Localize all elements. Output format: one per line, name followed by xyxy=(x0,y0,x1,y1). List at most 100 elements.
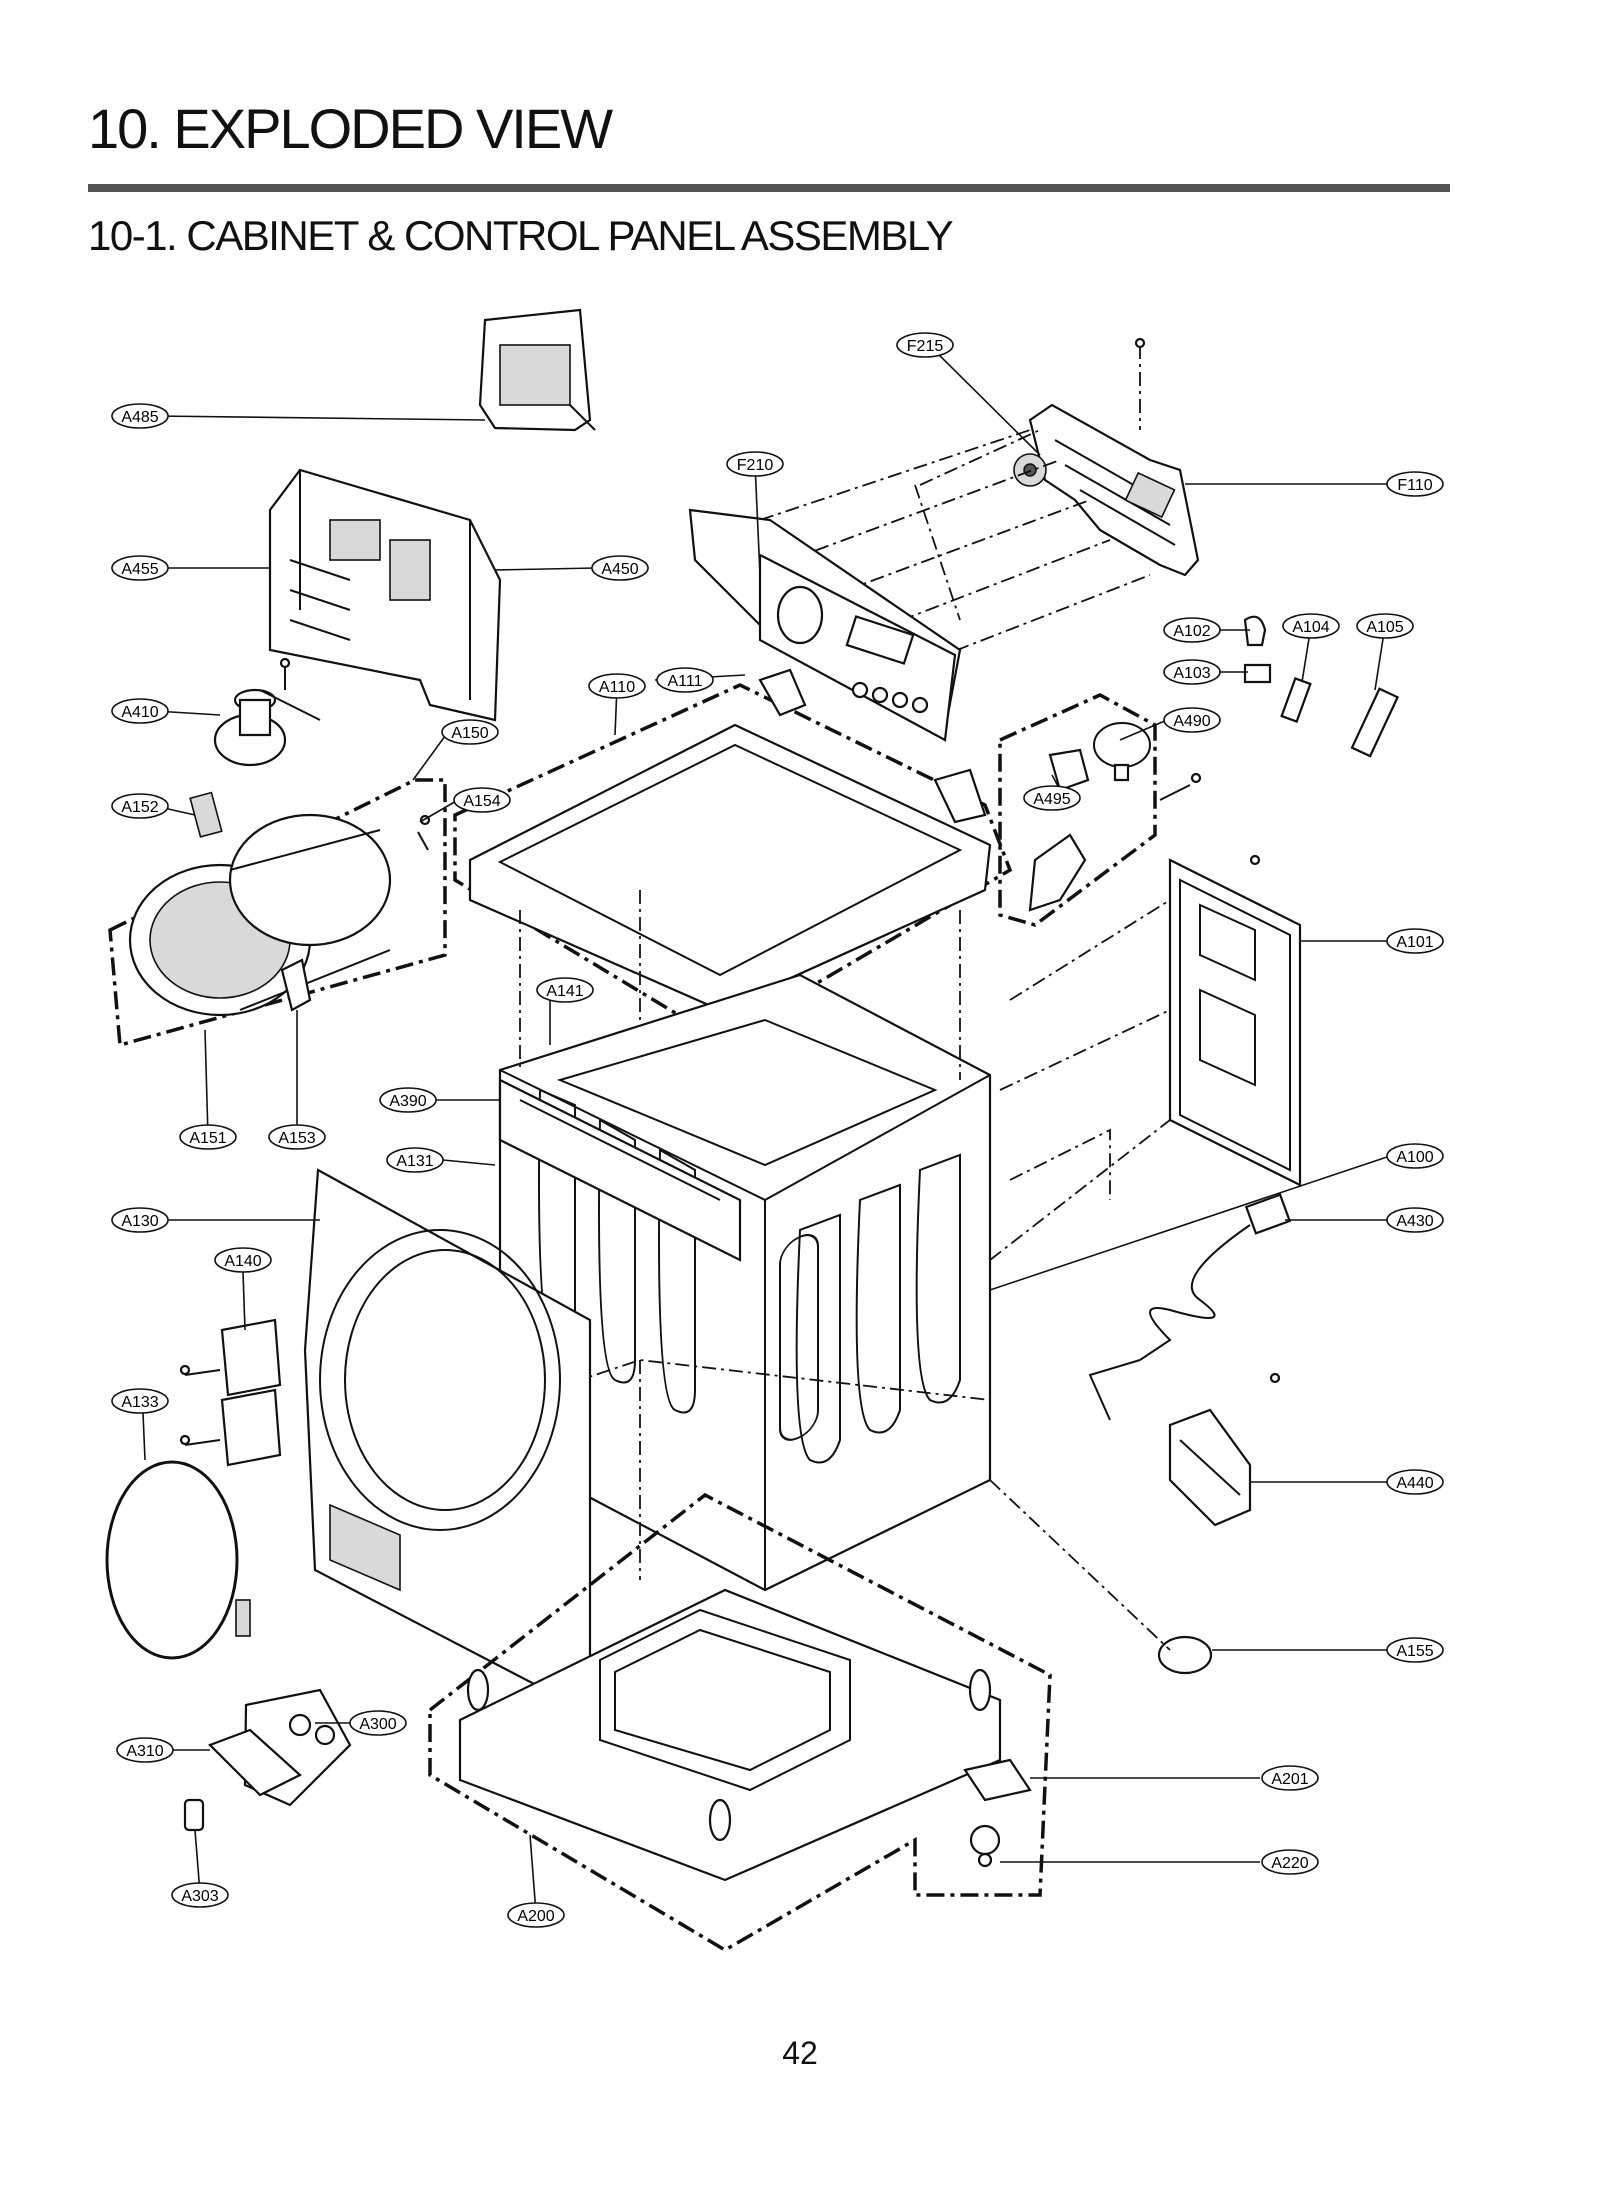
part-A430 xyxy=(1088,1193,1292,1421)
svg-text:A102: A102 xyxy=(1173,623,1210,640)
callout-A310: A310 xyxy=(116,1737,174,1763)
section-title: 10-1. CABINET & CONTROL PANEL ASSEMBLY xyxy=(88,212,954,259)
callout-A153: A153 xyxy=(268,1124,326,1150)
callout-F210: F210 xyxy=(726,451,784,477)
callout-A455: A455 xyxy=(111,555,169,581)
callout-A300: A300 xyxy=(349,1710,407,1736)
svg-text:A220: A220 xyxy=(1271,1855,1308,1872)
svg-text:A490: A490 xyxy=(1173,713,1210,730)
callout-A150: A150 xyxy=(441,719,499,745)
svg-text:A410: A410 xyxy=(121,704,158,721)
svg-text:A201: A201 xyxy=(1271,1771,1308,1788)
callout-A141: A141 xyxy=(536,977,594,1003)
part-A110 xyxy=(453,668,1013,1043)
part-A440 xyxy=(1168,1372,1281,1527)
part-A133 xyxy=(105,1460,239,1660)
callout-A390: A390 xyxy=(379,1087,437,1113)
part-A101 xyxy=(989,854,1302,1261)
svg-text:A111: A111 xyxy=(668,673,703,690)
svg-text:A450: A450 xyxy=(601,561,638,578)
callout-A133: A133 xyxy=(111,1388,169,1414)
part-A140 xyxy=(179,1318,282,1467)
svg-text:A103: A103 xyxy=(1173,665,1210,682)
callout-F215: F215 xyxy=(896,332,954,358)
title-divider xyxy=(88,184,1450,192)
svg-text:A100: A100 xyxy=(1396,1149,1433,1166)
control-panel-group xyxy=(688,337,1200,742)
callout-A102: A102 xyxy=(1163,617,1221,643)
callout-labels: F215 A485 F210 F110 A455 A450 A102 A104 … xyxy=(111,332,1444,1928)
callout-A140: A140 xyxy=(214,1247,272,1273)
callout-A110: A110 xyxy=(588,673,646,699)
svg-text:A101: A101 xyxy=(1396,934,1433,951)
part-A300-A310 xyxy=(183,1688,352,1832)
svg-text:A150: A150 xyxy=(451,725,488,742)
callout-A103: A103 xyxy=(1163,659,1221,685)
callout-F110: F110 xyxy=(1386,471,1444,497)
svg-text:A310: A310 xyxy=(126,1743,163,1760)
svg-text:A152: A152 xyxy=(121,799,158,816)
callout-A303: A303 xyxy=(171,1882,229,1908)
callout-A105: A105 xyxy=(1356,613,1414,639)
part-A200 xyxy=(428,1492,1052,1953)
page-title: 10. EXPLODED VIEW xyxy=(88,97,613,160)
svg-text:A200: A200 xyxy=(517,1908,554,1925)
svg-text:A495: A495 xyxy=(1033,791,1070,808)
leader-lines xyxy=(142,341,1391,1914)
door-group xyxy=(108,778,447,1048)
part-A490-A495 xyxy=(998,693,1202,927)
callout-A410: A410 xyxy=(111,698,169,724)
svg-text:A133: A133 xyxy=(121,1394,158,1411)
callout-A220: A220 xyxy=(1261,1849,1319,1875)
svg-text:A140: A140 xyxy=(224,1253,261,1270)
svg-text:F110: F110 xyxy=(1397,477,1432,494)
svg-text:A105: A105 xyxy=(1366,619,1403,636)
callout-A130: A130 xyxy=(111,1207,169,1233)
callout-A101: A101 xyxy=(1386,928,1444,954)
callout-A485: A485 xyxy=(111,403,169,429)
callout-A152: A152 xyxy=(111,793,169,819)
callout-A131: A131 xyxy=(386,1147,444,1173)
callout-A151: A151 xyxy=(179,1124,237,1150)
svg-text:A104: A104 xyxy=(1292,619,1329,636)
svg-text:F210: F210 xyxy=(737,457,774,474)
small-parts-top-right xyxy=(1243,615,1400,758)
svg-text:A390: A390 xyxy=(389,1093,426,1110)
gasket-clamp-icon xyxy=(235,1599,251,1637)
callout-A154: A154 xyxy=(453,787,511,813)
part-A130 xyxy=(303,1168,592,1702)
svg-text:A485: A485 xyxy=(121,409,158,426)
callout-A490: A490 xyxy=(1163,707,1221,733)
part-A155 xyxy=(1157,1635,1213,1675)
svg-text:A300: A300 xyxy=(359,1716,396,1733)
svg-text:A153: A153 xyxy=(278,1130,315,1147)
callout-A104: A104 xyxy=(1282,613,1340,639)
part-A100 xyxy=(498,890,992,1592)
callout-A201: A201 xyxy=(1261,1765,1319,1791)
svg-text:A141: A141 xyxy=(546,983,583,1000)
callout-A200: A200 xyxy=(507,1902,565,1928)
callout-A450: A450 xyxy=(591,555,649,581)
page-number: 42 xyxy=(782,2035,818,2071)
svg-text:F215: F215 xyxy=(907,338,944,355)
callout-A100: A100 xyxy=(1386,1143,1444,1169)
callout-A430: A430 xyxy=(1386,1207,1444,1233)
svg-text:A430: A430 xyxy=(1396,1213,1433,1230)
callout-A111: A111 xyxy=(656,667,714,693)
part-A450-A455 xyxy=(268,468,502,722)
svg-text:A130: A130 xyxy=(121,1213,158,1230)
svg-text:A155: A155 xyxy=(1396,1643,1433,1660)
svg-text:A440: A440 xyxy=(1396,1475,1433,1492)
svg-text:A151: A151 xyxy=(189,1130,226,1147)
svg-text:A154: A154 xyxy=(463,793,500,810)
callout-A440: A440 xyxy=(1386,1469,1444,1495)
svg-text:A303: A303 xyxy=(181,1888,218,1905)
svg-text:A131: A131 xyxy=(396,1153,433,1170)
callout-A155: A155 xyxy=(1386,1637,1444,1663)
svg-text:A110: A110 xyxy=(599,679,635,696)
svg-text:A455: A455 xyxy=(121,561,158,578)
callout-A495: A495 xyxy=(1023,785,1081,811)
part-A410 xyxy=(213,657,321,767)
part-A485 xyxy=(478,308,596,432)
